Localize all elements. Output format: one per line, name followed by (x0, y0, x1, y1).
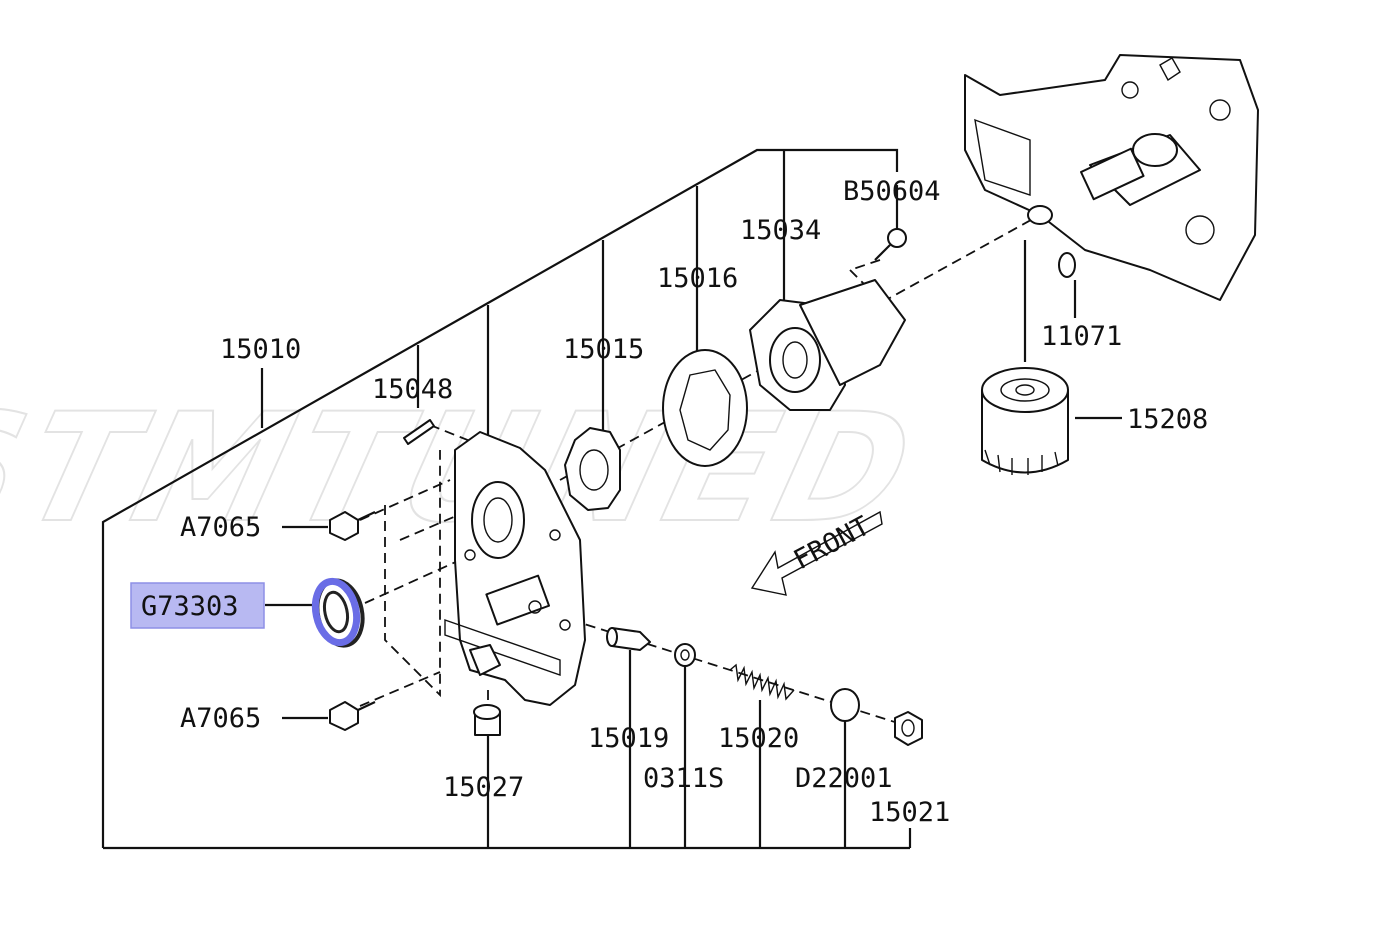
inner-rotor-15015 (564, 427, 621, 511)
oil-filter-15208 (981, 367, 1069, 475)
bolt-A7065-bottom (329, 701, 376, 731)
oring-11071 (1058, 252, 1076, 278)
highlight-box (130, 582, 265, 629)
outer-rotor-15016 (662, 349, 748, 467)
label-G73303: G73303 (141, 591, 239, 622)
label-15027: 15027 (443, 772, 524, 803)
label-15016: 15016 (657, 263, 738, 294)
label-A7065-bottom: A7065 (180, 703, 261, 734)
label-11071: 11071 (1041, 321, 1122, 352)
gasket-D22001 (830, 688, 860, 722)
label-A7065-top: A7065 (180, 512, 261, 543)
pin-15048 (403, 419, 435, 445)
pump-cover-15034 (749, 279, 906, 411)
label-15034: 15034 (740, 215, 821, 246)
oil-seal-G73303 (311, 577, 365, 648)
label-15208: 15208 (1127, 404, 1208, 435)
screw-B50604 (874, 228, 907, 261)
pump-housing-15010 (444, 431, 586, 706)
leader-lines (265, 240, 1122, 720)
plug-15027 (473, 704, 501, 736)
label-15015: 15015 (563, 334, 644, 365)
bolt-A7065-top (329, 511, 376, 541)
label-D22001: D22001 (795, 763, 893, 794)
label-15048: 15048 (372, 374, 453, 405)
plug-15021 (894, 711, 923, 746)
assembly-bracket (101, 148, 912, 850)
label-15020: 15020 (718, 723, 799, 754)
relief-valve-15019 (606, 627, 651, 651)
label-0311S: 0311S (643, 763, 724, 794)
engine-block (964, 54, 1259, 301)
washer-0311S (674, 643, 696, 667)
spring-15020 (729, 663, 795, 701)
label-B50604: B50604 (843, 176, 941, 207)
label-15010: 15010 (220, 334, 301, 365)
label-15019: 15019 (588, 723, 669, 754)
label-15021: 15021 (869, 797, 950, 828)
